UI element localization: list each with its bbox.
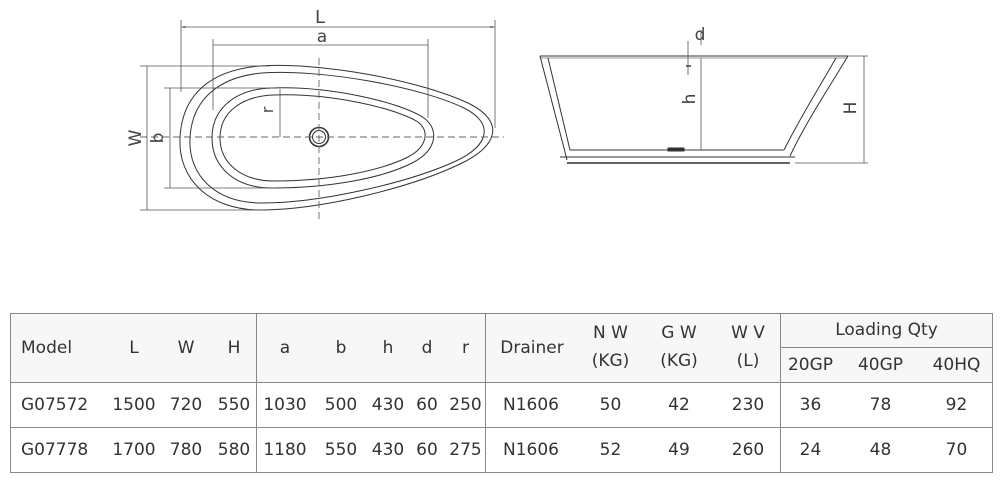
header-20gp: 20GP xyxy=(787,354,834,375)
header-nw: N W xyxy=(593,323,628,343)
row-2-gw: 49 xyxy=(668,439,690,460)
tub-basin-inner-line xyxy=(219,94,426,182)
header-h: h xyxy=(382,337,394,358)
dim-label-a: a xyxy=(317,27,327,47)
tub-side-outer-wall-right xyxy=(789,55,849,157)
header-model: Model xyxy=(21,337,73,358)
row-2-d: 60 xyxy=(416,439,438,460)
row-2-20gp: 24 xyxy=(799,439,822,460)
header-r: r xyxy=(462,337,469,358)
header-H: H xyxy=(227,337,241,358)
row-2-40hq: 70 xyxy=(945,439,968,460)
row-2-b: 550 xyxy=(324,439,358,460)
row-2-drainer: N1606 xyxy=(503,439,559,460)
header-loading-qty: Loading Qty xyxy=(835,320,938,340)
header-b: b xyxy=(335,337,347,358)
tub-rim-inner-line xyxy=(189,71,485,204)
row-2-H: 580 xyxy=(217,439,251,460)
bathtub-technical-drawing: L a W b r d h H xyxy=(126,7,868,222)
row-1-drainer: N1606 xyxy=(503,394,559,415)
header-gw: G W xyxy=(661,323,697,343)
header-40hq: 40HQ xyxy=(932,354,981,375)
row-2-model: G07778 xyxy=(21,439,89,460)
header-nw-unit: (KG) xyxy=(591,351,630,371)
header-40gp: 40GP xyxy=(857,354,904,375)
tub-side-outer-wall xyxy=(539,55,568,161)
dim-label-H: H xyxy=(841,102,861,115)
row-1-40hq: 92 xyxy=(945,394,968,415)
row-2-a: 1180 xyxy=(263,439,307,460)
row-2-h: 430 xyxy=(371,439,405,460)
header-gw-unit: (KG) xyxy=(660,351,698,371)
row-2-W: 780 xyxy=(169,439,203,460)
header-drainer: Drainer xyxy=(500,337,564,358)
header-L: L xyxy=(129,337,139,358)
dim-label-W: W xyxy=(126,129,146,146)
header-wv-unit: (L) xyxy=(736,351,760,371)
side-view xyxy=(539,30,868,164)
dim-label-d: d xyxy=(695,25,706,45)
row-2-L: 1700 xyxy=(112,439,156,460)
row-1-b: 500 xyxy=(324,394,358,415)
header-d: d xyxy=(421,337,433,358)
header-a: a xyxy=(279,337,291,358)
dim-label-L: L xyxy=(315,7,325,28)
top-view xyxy=(140,20,504,222)
row-1-H: 550 xyxy=(217,394,251,415)
row-2-40gp: 48 xyxy=(869,439,892,460)
row-2-nw: 52 xyxy=(599,439,622,460)
tub-basin-outline xyxy=(211,87,435,189)
row-1-a: 1030 xyxy=(263,394,307,415)
row-1-wv: 230 xyxy=(731,394,765,415)
row-1-40gp: 78 xyxy=(869,394,892,415)
dim-label-b: b xyxy=(148,133,168,144)
row-1-h: 430 xyxy=(371,394,405,415)
row-1-gw: 42 xyxy=(668,394,690,415)
dim-label-r: r xyxy=(258,106,277,113)
row-1-L: 1500 xyxy=(112,394,156,415)
header-wv: W V xyxy=(731,323,765,343)
row-1-W: 720 xyxy=(169,394,203,415)
header-W: W xyxy=(177,337,195,358)
row-1-r: 250 xyxy=(449,394,482,415)
row-1-d: 60 xyxy=(416,394,438,415)
row-2-r: 275 xyxy=(449,439,482,460)
specification-table: Model L W H a b h d r Drainer N W (KG) G… xyxy=(10,313,993,473)
row-1-model: G07572 xyxy=(21,394,89,415)
row-1-20gp: 36 xyxy=(799,394,822,415)
row-2-wv: 260 xyxy=(731,439,765,460)
dim-label-h: h xyxy=(680,94,700,105)
row-1-nw: 50 xyxy=(599,394,622,415)
